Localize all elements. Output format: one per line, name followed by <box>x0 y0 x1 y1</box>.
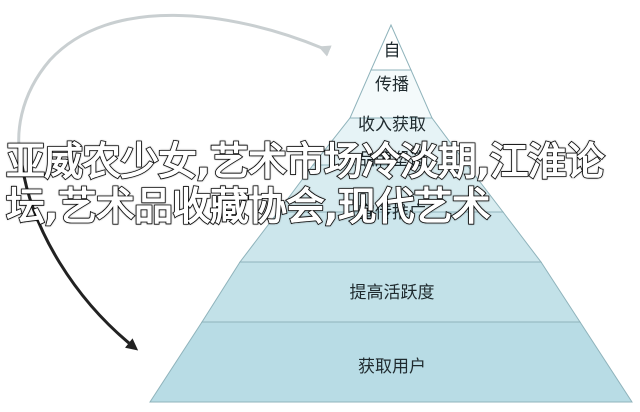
overlay-title-text: 亚威农少女,艺术市场冷淡期,江淮论坛,艺术品收藏协会,现代艺术 <box>5 139 605 231</box>
cycle-arrow <box>17 13 332 351</box>
pyramid-labels: 自 传播 收入获取 品牌塑造 宣传推广 提高活跃度 获取用户 <box>350 41 435 377</box>
pyramid <box>149 23 633 403</box>
layer-label-1: 自 <box>384 41 401 61</box>
layer-label-7: 获取用户 <box>358 357 426 377</box>
cycle-arrow-lower <box>20 164 139 351</box>
cycle-arrow-upper <box>17 13 332 166</box>
layer-label-5: 宣传推广 <box>358 203 426 223</box>
pyramid-layer-7 <box>149 321 633 403</box>
layer-label-2: 传播 <box>375 75 409 95</box>
layer-label-3: 收入获取 <box>358 115 426 135</box>
layer-label-6: 提高活跃度 <box>350 283 435 303</box>
layer-label-4: 品牌塑造 <box>358 150 426 170</box>
